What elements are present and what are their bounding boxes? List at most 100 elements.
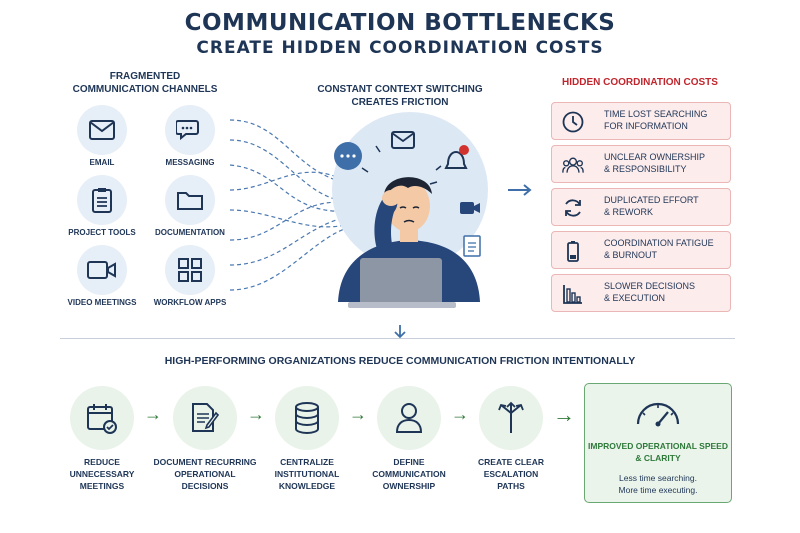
channel-documentation bbox=[165, 175, 215, 225]
result-sub1: Less time searching. bbox=[619, 473, 697, 483]
arrow-right-icon bbox=[508, 184, 532, 196]
clock-icon bbox=[562, 111, 584, 133]
step-line: DOCUMENT RECURRING bbox=[153, 457, 257, 467]
step-label-define-ownership: DEFINE COMMUNICATION OWNERSHIP bbox=[354, 456, 464, 492]
declining-chart-icon bbox=[563, 285, 582, 304]
channel-label-video-meetings: VIDEO MEETINGS bbox=[67, 298, 137, 307]
cost-text: UNCLEAR OWNERSHIP & RESPONSIBILITY bbox=[604, 151, 705, 175]
page-subtitle: CREATE HIDDEN COORDINATION COSTS bbox=[196, 38, 604, 58]
channels-heading-line2: COMMUNICATION CHANNELS bbox=[72, 84, 218, 95]
cost-line2: & EXECUTION bbox=[604, 293, 666, 303]
channels-heading: FRAGMENTED COMMUNICATION CHANNELS bbox=[60, 70, 230, 96]
folder-icon bbox=[177, 192, 203, 210]
people-icon bbox=[562, 157, 584, 173]
cost-item-slower-decisions: SLOWER DECISIONS & EXECUTION bbox=[551, 274, 731, 312]
result-line2: & CLARITY bbox=[635, 453, 681, 463]
cost-text: COORDINATION FATIGUE & BURNOUT bbox=[604, 237, 714, 261]
step-label-document-decisions: DOCUMENT RECURRING OPERATIONAL DECISIONS bbox=[150, 456, 260, 492]
result-line1: IMPROVED OPERATIONAL SPEED bbox=[588, 441, 728, 451]
step-line: MEETINGS bbox=[79, 481, 125, 491]
step-reduce-meetings bbox=[70, 386, 134, 450]
step-centralize-knowledge bbox=[275, 386, 339, 450]
cost-line2: & RESPONSIBILITY bbox=[604, 164, 687, 174]
result-title: IMPROVED OPERATIONAL SPEED & CLARITY bbox=[585, 440, 731, 464]
document-pen-icon bbox=[192, 403, 220, 432]
step-arrow-icon: → bbox=[553, 402, 575, 427]
channel-label-messaging: MESSAGING bbox=[165, 158, 215, 167]
section-divider bbox=[60, 338, 735, 339]
step-arrow-icon: → bbox=[349, 404, 367, 424]
channel-label-project-tools: PROJECT TOOLS bbox=[68, 228, 136, 237]
cost-line2: & REWORK bbox=[604, 207, 654, 217]
channel-label-workflow-apps: WORKFLOW APPS bbox=[153, 298, 227, 307]
cost-line2: FOR INFORMATION bbox=[604, 121, 688, 131]
calendar-check-icon bbox=[87, 404, 117, 434]
cost-line1: COORDINATION FATIGUE bbox=[604, 238, 714, 248]
step-line: CREATE CLEAR bbox=[478, 457, 544, 467]
battery-low-icon bbox=[567, 241, 579, 262]
step-arrow-icon: → bbox=[144, 404, 162, 424]
step-line: REDUCE bbox=[84, 457, 120, 467]
solution-heading: HIGH-PERFORMING ORGANIZATIONS REDUCE COM… bbox=[164, 355, 636, 367]
step-define-ownership bbox=[377, 386, 441, 450]
clipboard-icon bbox=[92, 188, 112, 213]
step-line: ESCALATION bbox=[483, 469, 539, 479]
step-arrow-icon: → bbox=[451, 404, 469, 424]
channel-label-documentation: DOCUMENTATION bbox=[155, 228, 225, 237]
channel-video-meetings bbox=[77, 245, 127, 295]
envelope-icon bbox=[89, 120, 115, 140]
step-line: INSTITUTIONAL bbox=[274, 469, 340, 479]
cost-line1: TIME LOST SEARCHING bbox=[604, 109, 708, 119]
costs-heading: HIDDEN COORDINATION COSTS bbox=[562, 77, 718, 88]
result-box: IMPROVED OPERATIONAL SPEED & CLARITY Les… bbox=[584, 383, 732, 503]
step-line: PATHS bbox=[497, 481, 525, 491]
step-line: UNNECESSARY bbox=[69, 469, 135, 479]
step-line: DECISIONS bbox=[181, 481, 229, 491]
step-escalation-paths bbox=[479, 386, 543, 450]
cost-item-unclear-ownership: UNCLEAR OWNERSHIP & RESPONSIBILITY bbox=[551, 145, 731, 183]
step-line: OWNERSHIP bbox=[382, 481, 436, 491]
video-camera-icon bbox=[87, 261, 116, 279]
step-line: COMMUNICATION bbox=[372, 469, 446, 479]
step-line: DEFINE bbox=[393, 457, 425, 467]
channel-email bbox=[77, 105, 127, 155]
step-arrow-icon: → bbox=[247, 404, 265, 424]
step-label-reduce-meetings: REDUCE UNNECESSARY MEETINGS bbox=[47, 456, 157, 492]
channel-project-tools bbox=[77, 175, 127, 225]
person-icon bbox=[395, 403, 423, 433]
refresh-icon bbox=[565, 199, 581, 217]
cost-line2: & BURNOUT bbox=[604, 250, 658, 260]
cost-line1: SLOWER DECISIONS bbox=[604, 281, 696, 291]
cost-text: SLOWER DECISIONS & EXECUTION bbox=[604, 280, 695, 304]
channel-workflow-apps bbox=[165, 245, 215, 295]
context-heading-line1: CONSTANT CONTEXT SWITCHING bbox=[317, 84, 483, 95]
cost-line1: UNCLEAR OWNERSHIP bbox=[604, 152, 706, 162]
step-line: KNOWLEDGE bbox=[278, 481, 336, 491]
step-label-centralize-knowledge: CENTRALIZE INSTITUTIONAL KNOWLEDGE bbox=[252, 456, 362, 492]
context-heading: CONSTANT CONTEXT SWITCHING CREATES FRICT… bbox=[300, 83, 500, 109]
cost-item-coordination-fatigue: COORDINATION FATIGUE & BURNOUT bbox=[551, 231, 731, 269]
grid-icon bbox=[178, 258, 202, 282]
cost-text: DUPLICATED EFFORT & REWORK bbox=[604, 194, 699, 218]
step-document-decisions bbox=[173, 386, 237, 450]
stressed-worker-illustration bbox=[332, 112, 488, 308]
cost-text: TIME LOST SEARCHING FOR INFORMATION bbox=[604, 108, 707, 132]
branching-arrows-icon bbox=[498, 401, 524, 433]
result-sub2: More time executing. bbox=[618, 485, 698, 495]
step-line: CENTRALIZE bbox=[280, 457, 334, 467]
cost-item-duplicated-effort: DUPLICATED EFFORT & REWORK bbox=[551, 188, 731, 226]
arrow-down-icon bbox=[394, 325, 406, 339]
channel-label-email: EMAIL bbox=[89, 158, 115, 167]
speedometer-icon bbox=[636, 402, 680, 427]
cost-item-time-lost: TIME LOST SEARCHING FOR INFORMATION bbox=[551, 102, 731, 140]
chat-icon bbox=[176, 120, 199, 141]
step-label-escalation-paths: CREATE CLEAR ESCALATION PATHS bbox=[456, 456, 566, 492]
page-title: COMMUNICATION BOTTLENECKS bbox=[184, 10, 616, 36]
cost-line1: DUPLICATED EFFORT bbox=[604, 195, 699, 205]
database-icon bbox=[295, 402, 319, 435]
channels-heading-line1: FRAGMENTED bbox=[109, 71, 181, 82]
result-subtext: Less time searching. More time executing… bbox=[585, 472, 731, 496]
step-line: OPERATIONAL bbox=[174, 469, 236, 479]
channel-messaging bbox=[165, 105, 215, 155]
context-heading-line2: CREATES FRICTION bbox=[351, 97, 449, 108]
